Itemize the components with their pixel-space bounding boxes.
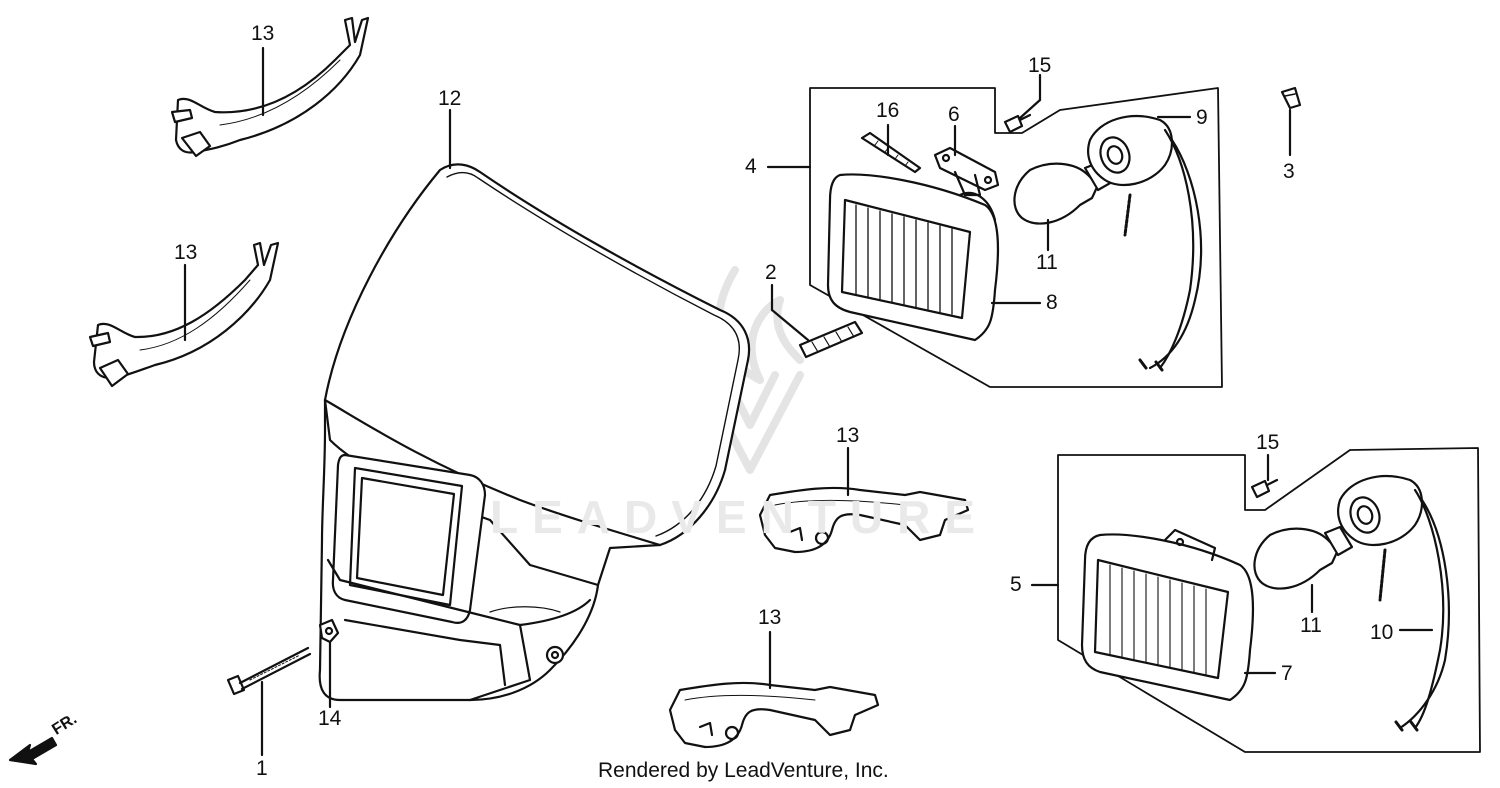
bolt-1: [226, 646, 312, 696]
leader-15-top-b: [1018, 98, 1042, 120]
socket-9: [1087, 115, 1203, 372]
bracket-13-middle: [88, 241, 280, 388]
pin-2: [798, 320, 864, 359]
screw-15-top: [1003, 113, 1032, 134]
assembly-5-outline: [1057, 447, 1481, 753]
callout-13-center: 13: [836, 424, 860, 447]
bulb-11-bottom: [1253, 525, 1354, 590]
leader-2b: [770, 308, 810, 342]
callout-1: 1: [256, 757, 268, 780]
clip-3: [1280, 86, 1302, 110]
screw-16: [860, 131, 922, 174]
callout-13-bottom: 13: [758, 606, 782, 629]
bracket-13-bottom: [668, 681, 880, 749]
callout-5: 5: [1010, 573, 1022, 596]
callout-16: 16: [876, 99, 900, 122]
front-direction-arrow: [8, 736, 58, 766]
callout-14: 14: [318, 707, 342, 730]
headlight-cover: [318, 163, 751, 702]
callout-7: 7: [1281, 662, 1293, 685]
callout-4: 4: [745, 155, 757, 178]
bracket-13-top: [170, 16, 370, 158]
callout-12: 12: [438, 87, 462, 110]
callout-11-bottom: 11: [1300, 614, 1322, 637]
nut-14: [318, 618, 340, 644]
screw-15-bottom: [1250, 478, 1279, 499]
callout-11-top: 11: [1036, 251, 1058, 274]
lamp-housing-8: [826, 173, 1000, 342]
callout-15-top: 15: [1028, 54, 1052, 77]
socket-10: [1337, 475, 1450, 732]
assembly-4-outline: [809, 87, 1223, 388]
callout-3: 3: [1283, 160, 1295, 183]
lamp-housing-7: [1080, 528, 1255, 702]
bracket-plate-6: [933, 146, 1000, 197]
callout-15-bottom: 15: [1256, 431, 1280, 454]
footer-credit: Rendered by LeadVenture, Inc.: [598, 759, 889, 782]
watermark-text: LEADVENTURE: [490, 491, 990, 543]
callout-13-middle: 13: [174, 241, 198, 264]
callout-2: 2: [765, 261, 777, 284]
callout-8: 8: [1046, 291, 1058, 314]
callout-10: 10: [1370, 621, 1394, 644]
callout-13-top: 13: [251, 22, 275, 45]
callout-6: 6: [948, 103, 960, 126]
bracket-13-center: [758, 486, 970, 554]
callout-9: 9: [1196, 106, 1208, 129]
